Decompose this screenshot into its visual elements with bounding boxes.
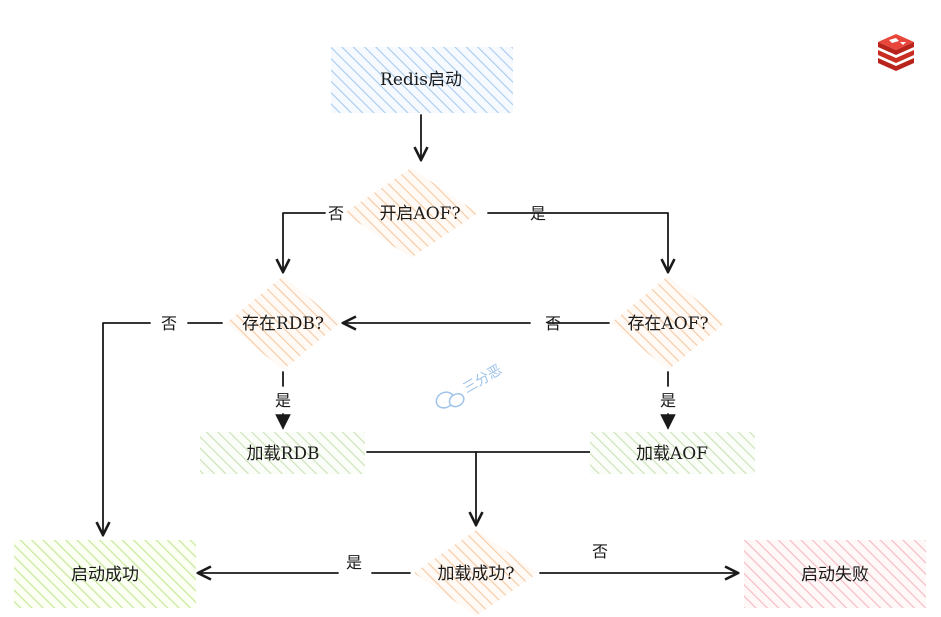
edge-label-success-no: 否 (592, 542, 608, 561)
edge-rdb-no (103, 322, 223, 535)
edges (103, 114, 738, 573)
edge-label-aofexists-yes: 是 (660, 391, 676, 410)
wechat-icon (435, 391, 465, 409)
node-startup-failed: 启动失败 (744, 540, 926, 608)
watermark-text: 三分恶 (461, 362, 505, 397)
node-aof-exists-label: 存在AOF? (627, 314, 708, 334)
node-startup-success: 启动成功 (14, 540, 196, 608)
node-load-success: 加载成功? (414, 530, 538, 616)
node-rdb-exists-label: 存在RDB? (242, 314, 324, 334)
node-startup-success-label: 启动成功 (71, 565, 139, 585)
edge-label-aof-no: 否 (328, 204, 344, 223)
node-aof-exists: 存在AOF? (611, 276, 725, 370)
node-rdb-exists: 存在RDB? (226, 276, 340, 370)
edge-aof-yes (487, 212, 668, 272)
node-load-rdb: 加载RDB (200, 432, 365, 474)
edge-label-aof-yes: 是 (530, 204, 546, 223)
edge-label-success-yes: 是 (346, 553, 362, 572)
redis-logo-icon (878, 34, 914, 71)
node-load-aof-label: 加载AOF (636, 444, 708, 464)
node-load-rdb-label: 加载RDB (247, 444, 320, 464)
edge-aof-no (283, 212, 326, 272)
edge-label-aofexists-no: 否 (545, 314, 561, 333)
node-aof-enabled-label: 开启AOF? (379, 204, 460, 224)
node-start-label: Redis启动 (380, 70, 462, 90)
node-start: Redis启动 (331, 47, 513, 113)
node-startup-failed-label: 启动失败 (801, 565, 869, 585)
edge-label-rdb-yes: 是 (275, 391, 291, 410)
edge-label-rdb-no: 否 (161, 314, 177, 333)
watermark: 三分恶 (435, 362, 505, 409)
node-aof-enabled: 开启AOF? (344, 168, 478, 258)
node-load-success-label: 加载成功? (437, 564, 514, 584)
node-load-aof: 加载AOF (590, 432, 755, 474)
edge-labels: 否 是 否 否 是 是 是 否 (161, 204, 676, 572)
